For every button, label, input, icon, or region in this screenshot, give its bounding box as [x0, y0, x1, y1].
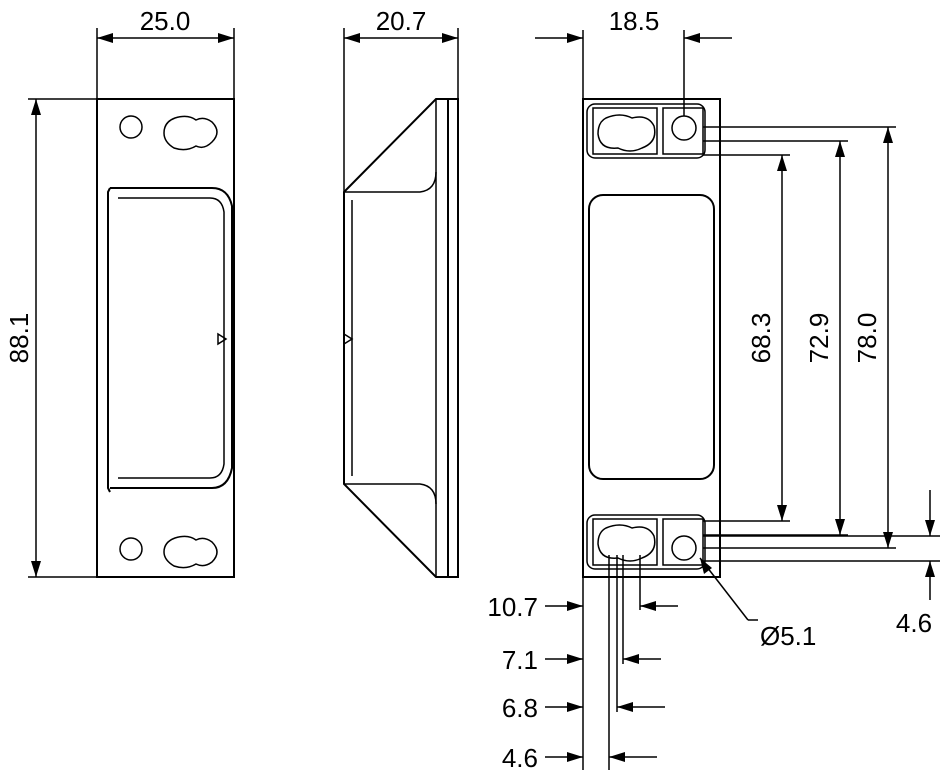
hole-diameter-label: Ø5.1	[760, 621, 816, 651]
back-bottom-slot-box	[592, 518, 658, 566]
front-height-label: 88.1	[4, 313, 34, 364]
dimension-10-7-label: 10.7	[487, 592, 538, 622]
dimension-4-6-horizontal-label: 4.6	[502, 743, 538, 773]
dimension-78-0-label: 78.0	[852, 313, 882, 364]
side-view-back-plate	[448, 98, 459, 578]
front-view-outline	[96, 98, 235, 578]
horizontal-dimension-7-1: 7.1	[502, 645, 661, 675]
front-view	[96, 98, 235, 578]
back-slot-hole-top	[597, 114, 656, 152]
back-width-dimension: 18.5	[535, 6, 732, 116]
back-round-hole-top	[671, 115, 697, 141]
vertical-dimension-68-3: 68.3	[703, 154, 790, 522]
dimension-7-1-label: 7.1	[502, 645, 538, 675]
front-height-dimension: 88.1	[4, 98, 97, 578]
dimension-6-8-label: 6.8	[502, 693, 538, 723]
front-bracket-inner	[118, 197, 225, 479]
front-width-label: 25.0	[140, 6, 191, 36]
back-top-pocket-outer	[586, 103, 706, 159]
vertical-dimension-4-6: 4.6	[703, 490, 940, 638]
side-depth-label: 20.7	[376, 6, 427, 36]
back-top-hole-box	[662, 107, 704, 155]
back-slot-hole-bottom	[597, 524, 656, 562]
horizontal-dimension-extensions	[582, 555, 641, 770]
side-view	[343, 98, 459, 578]
horizontal-dimension-10-7: 10.7	[487, 592, 678, 622]
front-bracket-outer	[107, 187, 233, 493]
back-width-label: 18.5	[609, 6, 660, 36]
front-center-mark	[217, 332, 228, 346]
front-slot-hole-top	[163, 115, 218, 151]
dimension-4-6-vertical-label: 4.6	[896, 608, 932, 638]
back-view	[582, 98, 721, 578]
back-bottom-pocket-outer	[586, 514, 706, 570]
side-depth-dimension: 20.7	[343, 6, 459, 192]
front-round-hole-bottom	[119, 537, 143, 561]
front-slot-hole-bottom	[163, 535, 218, 569]
back-round-hole-bottom	[671, 535, 697, 561]
horizontal-dimension-4-6: 4.6	[502, 743, 657, 773]
dimension-72-9-label: 72.9	[804, 313, 834, 364]
back-top-slot-box	[592, 107, 658, 155]
side-view-outline	[343, 98, 449, 578]
horizontal-dimension-6-8: 6.8	[502, 693, 665, 723]
hole-diameter-callout: Ø5.1	[699, 557, 816, 651]
back-view-recess	[588, 194, 715, 480]
side-view-recess	[344, 171, 437, 505]
dimension-68-3-label: 68.3	[746, 313, 776, 364]
side-center-mark	[343, 333, 354, 345]
vertical-dimension-78-0: 78.0	[703, 126, 896, 549]
back-view-outline	[582, 98, 721, 578]
vertical-dimension-72-9: 72.9	[703, 140, 848, 536]
front-round-hole-top	[119, 115, 143, 139]
front-width-dimension: 25.0	[96, 6, 235, 99]
back-bottom-hole-box	[662, 518, 704, 566]
